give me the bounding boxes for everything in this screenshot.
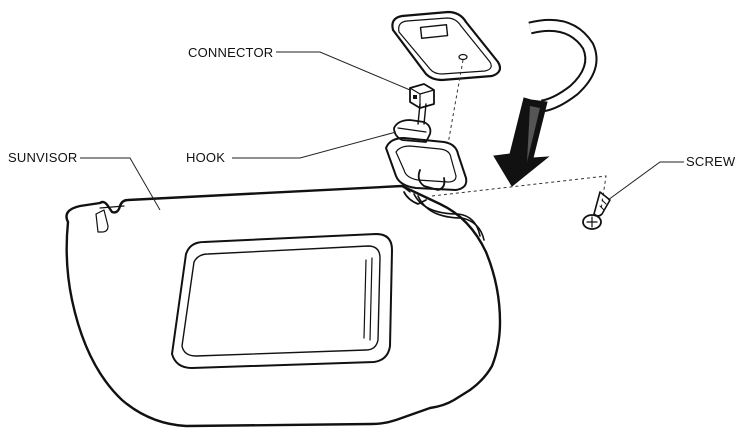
connector (409, 83, 435, 109)
screw-label: SCREW (686, 154, 736, 169)
leader-lines (80, 51, 684, 211)
alignment-lines (431, 59, 607, 211)
hook-label: HOOK (186, 150, 226, 165)
screw (582, 191, 611, 230)
sunvisor-label: SUNVISOR (8, 150, 78, 165)
removal-arrow (493, 18, 598, 187)
wire-harness (413, 103, 485, 241)
ceiling-cover-plate (391, 10, 502, 82)
hook-bracket (385, 119, 468, 205)
connector-label: CONNECTOR (188, 45, 274, 60)
sunvisor-body (65, 184, 502, 428)
